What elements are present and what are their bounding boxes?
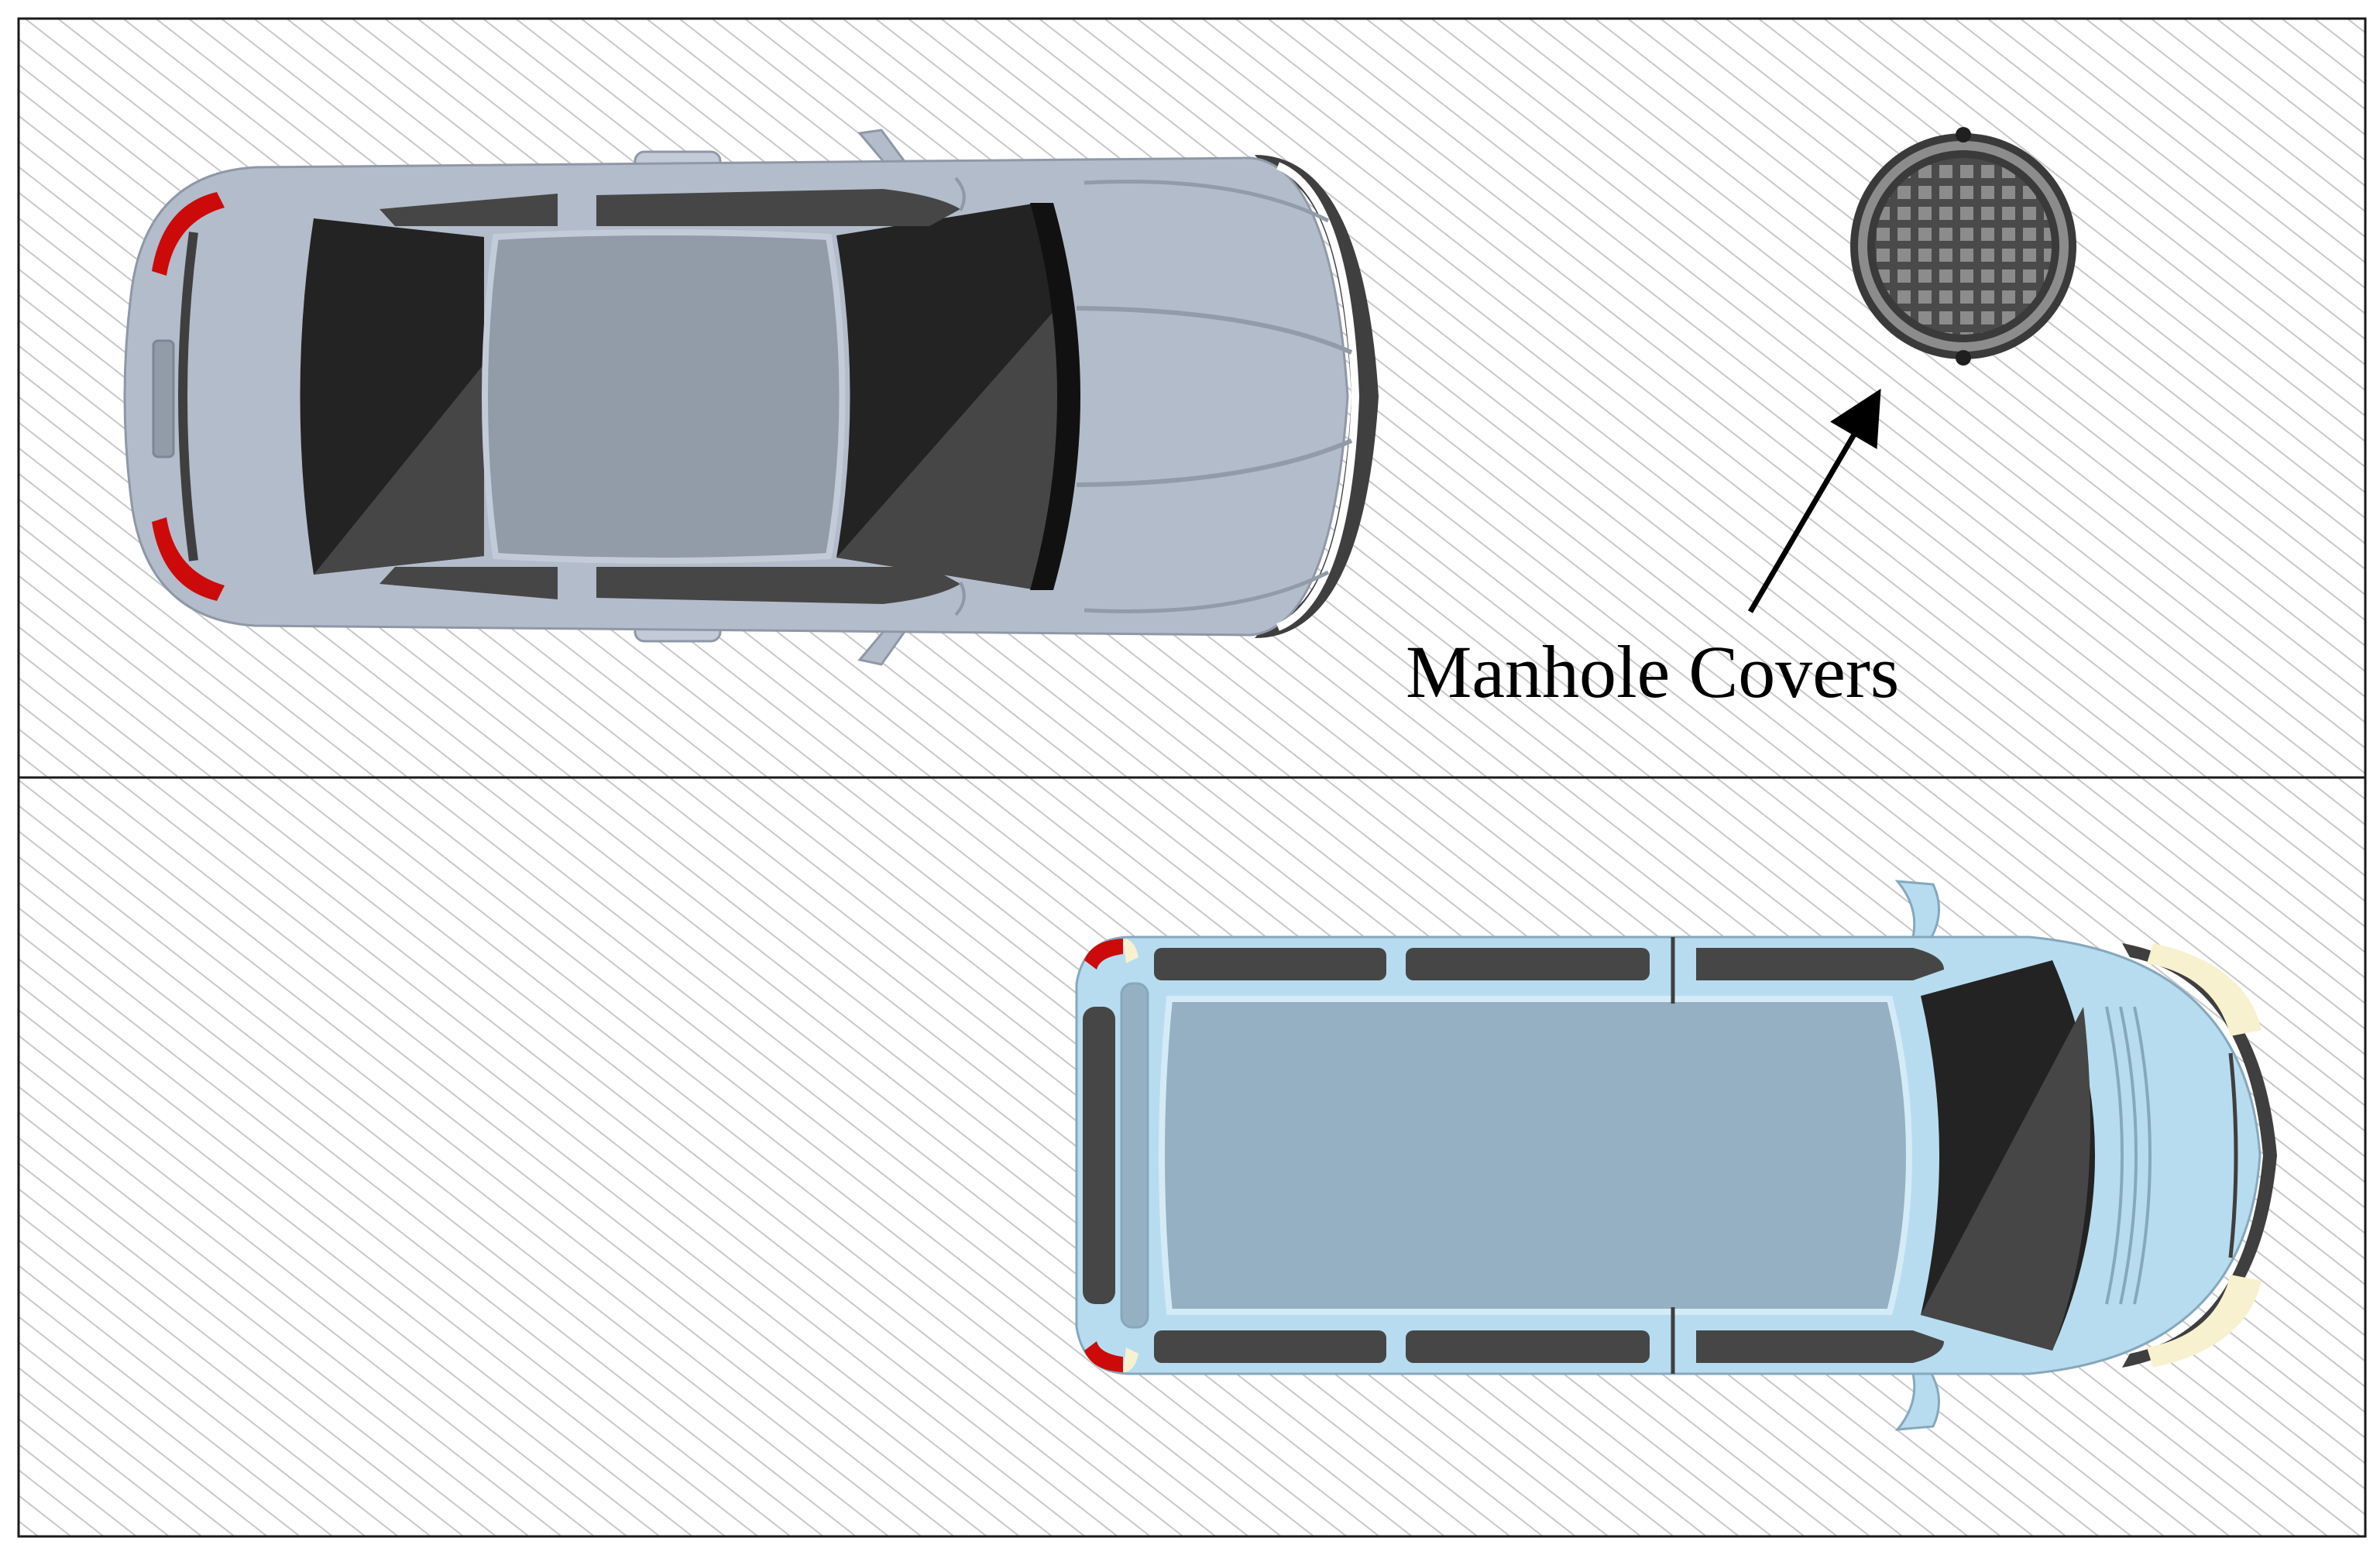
arrow-pointer — [1747, 388, 1881, 613]
manhole-cover-icon — [1850, 127, 2076, 366]
sedan-top-view — [123, 129, 1379, 666]
van-top-view — [1075, 880, 2277, 1431]
manhole-covers-label: Manhole Covers — [1406, 630, 1899, 713]
